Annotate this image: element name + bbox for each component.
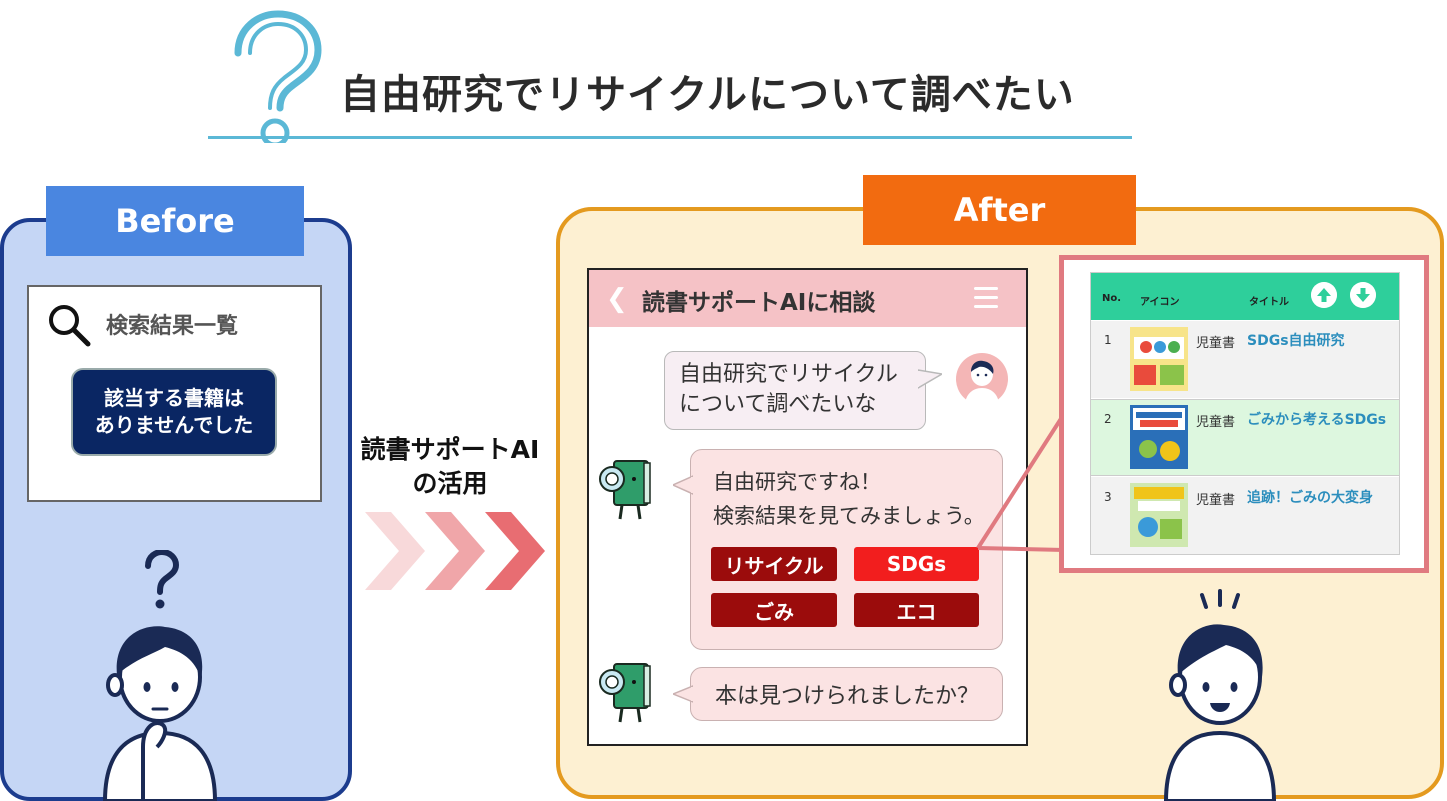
row-category: 児童書 <box>1196 415 1236 430</box>
ai-bubble-tail <box>673 685 693 703</box>
row-title[interactable]: SDGs自由研究 <box>1247 333 1345 349</box>
keyword-button-recycle[interactable]: リサイクル <box>711 547 837 581</box>
book-cover-thumbnail <box>1130 327 1188 391</box>
col-header-no: No. <box>1102 293 1122 304</box>
page-title: 自由研究でリサイクルについて調べたい <box>340 72 1075 118</box>
col-header-title: タイトル <box>1249 297 1289 308</box>
chat-title: 読書サポートAIに相談 <box>642 290 876 316</box>
no-result-message: 該当する書籍は ありませんでした <box>71 368 277 456</box>
callout-connector <box>976 412 1066 552</box>
ai-bubble-tail <box>673 475 693 495</box>
ai-message-line2: 検索結果を見てみましょう。 <box>713 504 985 528</box>
search-results-title: 検索結果一覧 <box>106 314 239 339</box>
before-tag: Before <box>46 186 304 256</box>
ai-usage-line1: 読書サポートAI <box>360 435 540 464</box>
user-message-line1: 自由研究でリサイクル <box>679 362 898 387</box>
keyword-button-eco[interactable]: エコ <box>854 593 979 627</box>
row-title[interactable]: 追跡！ごみの大変身 <box>1247 490 1373 506</box>
menu-icon[interactable] <box>974 287 998 309</box>
confused-person-illustration <box>102 626 218 801</box>
sort-up-icon[interactable] <box>1311 282 1337 308</box>
user-avatar <box>956 353 1008 406</box>
after-tag: After <box>863 175 1136 245</box>
ai-bot-avatar <box>599 663 651 723</box>
user-bubble-tail <box>918 369 942 389</box>
ai-bot-avatar <box>599 460 651 520</box>
no-result-line2: ありませんでした <box>94 413 254 437</box>
user-message: 自由研究でリサイクル について調べたいな <box>664 351 926 430</box>
happy-person-illustration <box>1163 589 1277 801</box>
transition-arrows <box>365 512 545 590</box>
book-cover-thumbnail <box>1130 405 1188 469</box>
search-icon <box>49 305 91 347</box>
no-result-line1: 該当する書籍は <box>104 386 244 410</box>
row-category: 児童書 <box>1196 493 1236 508</box>
sort-down-icon[interactable] <box>1350 282 1376 308</box>
row-number: 1 <box>1104 333 1112 347</box>
user-message-line2: について調べたいな <box>679 391 877 417</box>
ai-usage-line2: の活用 <box>412 468 488 498</box>
ai-usage-label: 読書サポートAI の活用 <box>350 433 550 501</box>
col-header-icon: アイコン <box>1140 297 1180 308</box>
row-category: 児童書 <box>1196 336 1236 351</box>
question-mark-icon <box>234 10 322 143</box>
title-underline <box>208 136 1132 139</box>
chat-header <box>589 270 1026 327</box>
ai-message-line1: 自由研究ですね！ <box>713 470 881 494</box>
row-number: 3 <box>1104 490 1112 504</box>
keyword-button-sdgs[interactable]: SDGs <box>854 547 979 581</box>
question-mark-icon <box>145 550 180 609</box>
book-cover-thumbnail <box>1130 483 1188 547</box>
keyword-button-gomi[interactable]: ごみ <box>711 593 837 627</box>
ai-followup-message: 本は見つけられましたか？ <box>690 667 1003 721</box>
row-title[interactable]: ごみから考えるSDGs <box>1247 412 1387 428</box>
row-number: 2 <box>1104 412 1112 426</box>
results-table-header <box>1091 273 1399 320</box>
back-chevron-icon[interactable]: ❮ <box>606 284 628 314</box>
